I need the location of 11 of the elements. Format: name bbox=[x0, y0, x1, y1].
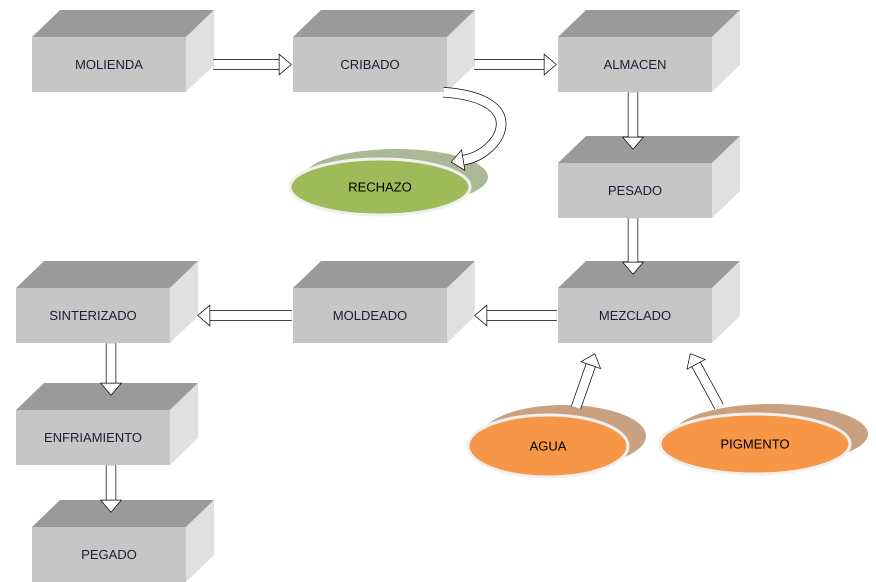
process-box: SINTERIZADO bbox=[16, 261, 198, 343]
block-arrow bbox=[686, 353, 724, 409]
process-box: ENFRIAMIENTO bbox=[16, 383, 198, 465]
process-box: MOLDEADO bbox=[293, 261, 475, 343]
process-box: CRIBADO bbox=[293, 10, 475, 92]
process-box: PEGADO bbox=[32, 500, 214, 582]
block-arrow bbox=[442, 87, 506, 172]
process-box: ALMACEN bbox=[558, 10, 740, 92]
process-box: MEZCLADO bbox=[558, 261, 740, 343]
process-box: PESADO bbox=[558, 136, 740, 218]
process-box: MOLIENDA bbox=[32, 10, 214, 92]
